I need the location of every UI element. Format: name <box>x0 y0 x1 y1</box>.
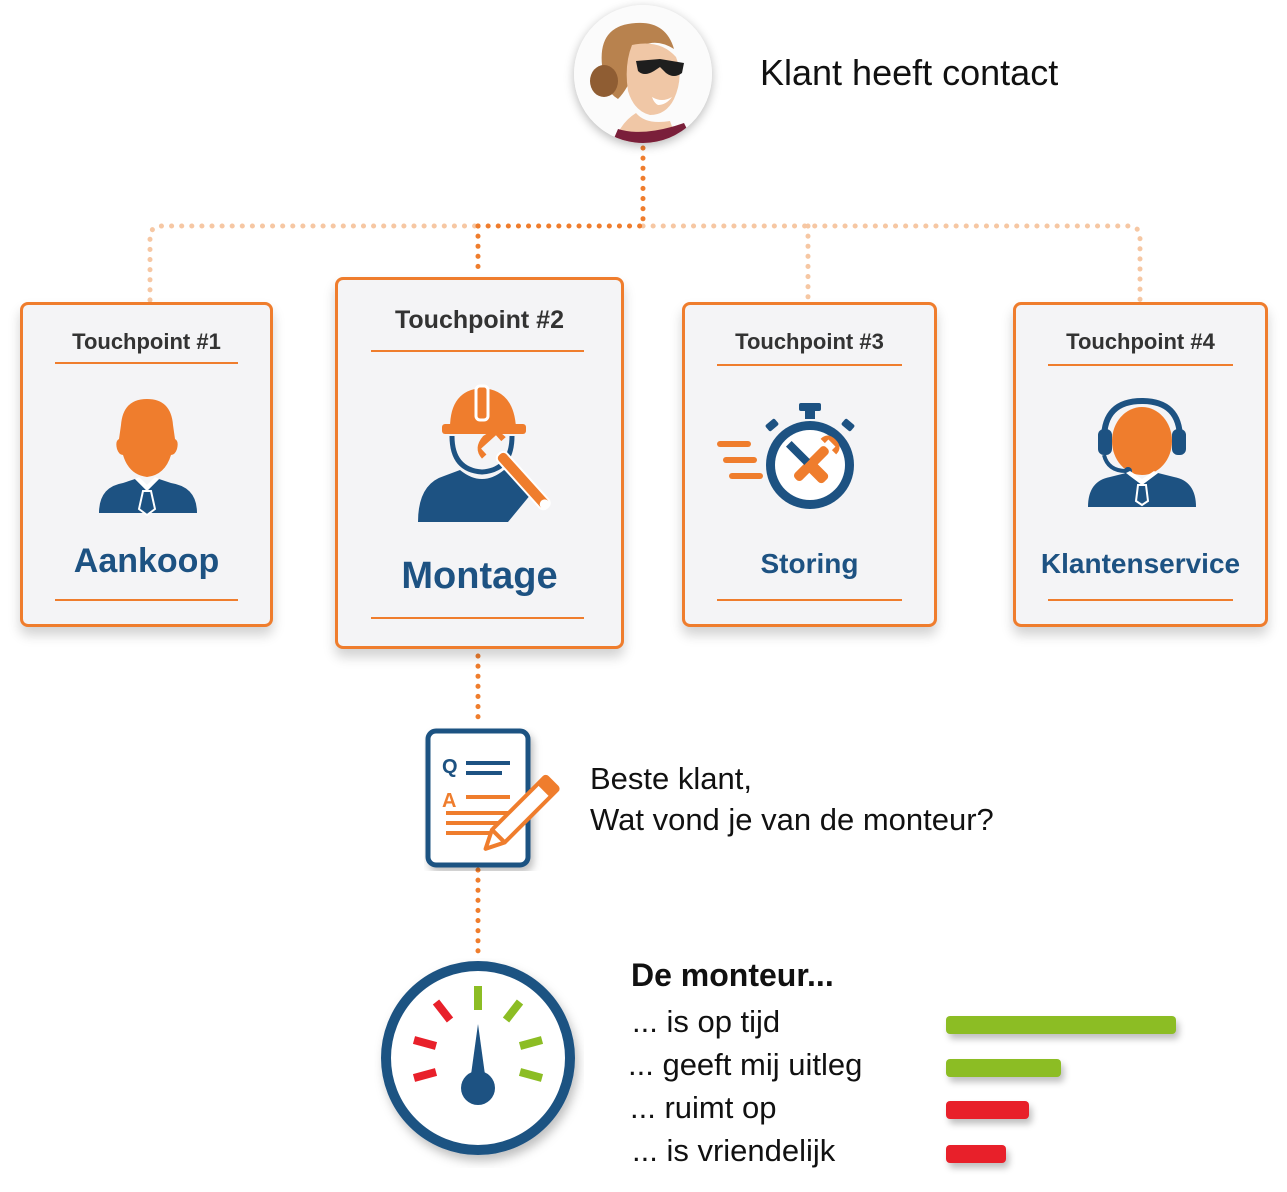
criterion-label: ... ruimt op <box>630 1090 777 1125</box>
touchpoint-card-4[interactable]: Touchpoint #4 Klantenservice <box>1013 302 1268 627</box>
contact-headline: Klant heeft contact <box>760 52 1059 93</box>
criterion-label: ... is op tijd <box>632 1004 781 1039</box>
survey-greeting: Beste klant, <box>590 761 752 796</box>
stopwatch-tools-icon <box>717 403 855 509</box>
touchpoint-title: Klantenservice <box>1040 548 1241 579</box>
score-bar <box>946 1059 1061 1077</box>
touchpoint-card-3[interactable]: Touchpoint #3 Storing <box>682 302 937 627</box>
questionnaire-icon: Q A <box>425 728 560 868</box>
touchpoint-heading: Touchpoint #1 <box>72 329 221 354</box>
smiling-woman-photo <box>574 5 712 143</box>
touchpoint-heading: Touchpoint #3 <box>735 329 884 354</box>
criterion-label: ... geeft mij uitleg <box>628 1047 863 1082</box>
answer-letter: A <box>442 790 456 812</box>
survey-question-text: Wat vond je van de monteur? <box>590 802 994 837</box>
touchpoint-heading: Touchpoint #4 <box>1066 329 1215 354</box>
score-bar <box>946 1145 1006 1163</box>
title-divider <box>371 617 584 619</box>
touchpoint-card-1[interactable]: Touchpoint #1 Aankoop <box>20 302 273 627</box>
criterion-label: ... is vriendelijk <box>632 1133 836 1168</box>
score-bar <box>946 1016 1176 1034</box>
results-title: De monteur... <box>631 957 834 993</box>
mechanic-wrench-icon <box>418 384 551 522</box>
heading-divider <box>371 350 584 352</box>
businessman-icon <box>99 399 197 517</box>
survey-question: Beste klant, Wat vond je van de monteur? <box>590 758 994 840</box>
touchpoint-title: Montage <box>401 555 558 597</box>
speedometer-icon <box>381 961 575 1155</box>
score-bar <box>946 1101 1029 1119</box>
heading-divider <box>55 362 238 364</box>
heading-divider <box>717 364 902 366</box>
touchpoint-heading: Touchpoint #2 <box>395 306 564 334</box>
headset-agent-icon <box>1088 397 1196 507</box>
heading-divider <box>1048 364 1233 366</box>
touchpoint-title: Storing <box>760 548 859 579</box>
touchpoint-card-2[interactable]: Touchpoint #2 Montage <box>335 277 624 649</box>
customer-avatar <box>574 5 712 143</box>
title-divider <box>717 599 902 601</box>
title-divider <box>55 599 238 601</box>
touchpoint-title: Aankoop <box>73 542 220 580</box>
title-divider <box>1048 599 1233 601</box>
question-letter: Q <box>442 756 458 778</box>
